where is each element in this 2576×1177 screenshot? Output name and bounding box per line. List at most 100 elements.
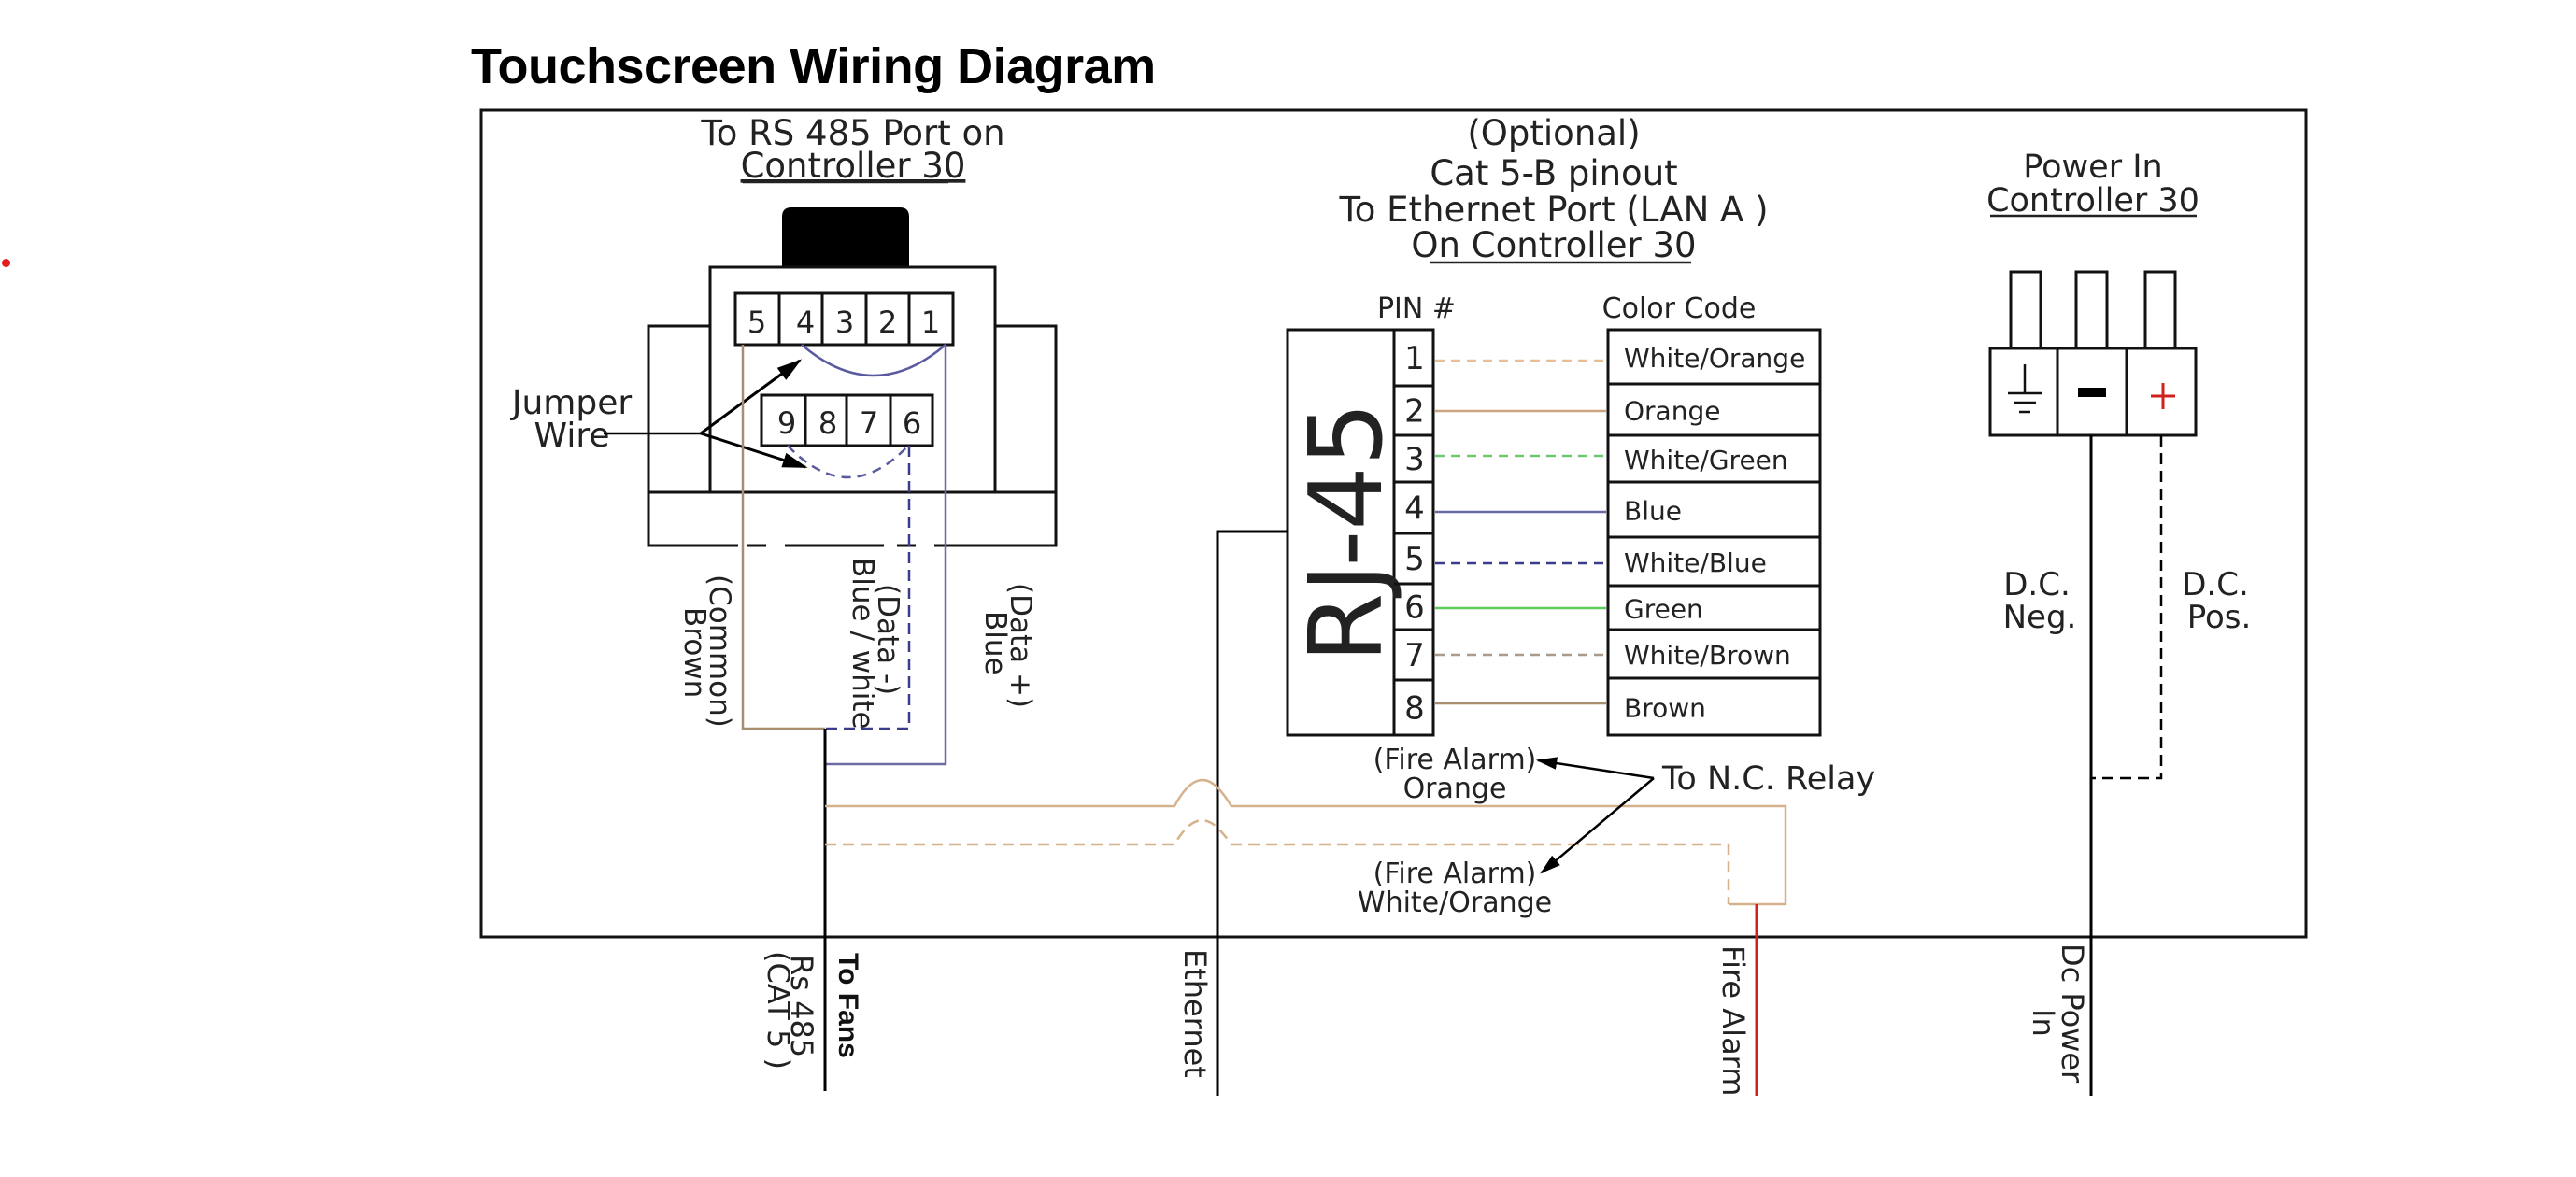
- terminal-pin-positive: [2143, 270, 2177, 350]
- ethernet-section: (Optional) Cat 5-B pinout To Ethernet Po…: [1216, 113, 1822, 1096]
- pin-number: 8: [1404, 690, 1425, 728]
- power-section: Power In Controller 30 D.C. Neg. D.C. Po…: [1986, 149, 2251, 1096]
- rs485-heading-line1: To RS 485 Port on: [700, 113, 1004, 153]
- pin-label: 9: [777, 405, 796, 441]
- ethernet-pin-row: 2 Orange: [1394, 382, 1820, 431]
- color-code-label: Orange: [1624, 396, 1720, 427]
- pin-number: 4: [1404, 490, 1425, 528]
- output-dc-power-line1: Dc Power: [2055, 943, 2090, 1084]
- pin-label: 5: [747, 305, 766, 340]
- ethernet-pin-row: 5 White/Blue: [1394, 532, 1820, 578]
- jumper-arrow-bottom: [700, 432, 808, 469]
- color-code-label: Green: [1624, 594, 1703, 625]
- jumper-label-line1: Jumper: [510, 384, 633, 422]
- ethernet-heading-line1: (Optional): [1467, 113, 1640, 153]
- connector-base: [647, 490, 1058, 547]
- wire-data-plus-blue: [825, 345, 947, 766]
- fire-alarm-orange-label-line2: Orange: [1403, 773, 1507, 805]
- pin-number: 6: [1404, 589, 1425, 627]
- ethernet-heading-line2: Cat 5-B pinout: [1430, 153, 1677, 193]
- wire-common-label-line2: Brown: [677, 607, 711, 698]
- ethernet-cable: [1216, 530, 1288, 1096]
- rj45-label: RJ-45: [1288, 402, 1405, 662]
- pin-label: 4: [796, 305, 815, 340]
- output-labels: Rs 485 (CAT 5 ) To Fans Ethernet Fire Al…: [761, 943, 2090, 1096]
- output-ethernet: Ethernet: [1177, 949, 1213, 1078]
- power-heading-line2: Controller 30: [1986, 182, 2199, 220]
- ethernet-heading-line3: To Ethernet Port (LAN A ): [1338, 190, 1768, 230]
- pin-label: 7: [860, 405, 878, 441]
- ethernet-pin-row: 8 Brown: [1394, 676, 1820, 728]
- pin-label: 2: [878, 305, 897, 340]
- top-pin-block: [733, 291, 955, 347]
- fire-alarm-white-orange-label-line2: White/Orange: [1358, 886, 1552, 919]
- color-code-table: [1606, 328, 1822, 737]
- fire-alarm-orange-wire: [825, 778, 1787, 906]
- dc-positive-wire: [2091, 435, 2163, 780]
- output-rs485-line2: (CAT 5 ): [761, 951, 796, 1070]
- rs485-section: To RS 485 Port on Controller 30 5 4 3 2 …: [510, 113, 1058, 1091]
- wire-data-minus-blue-white: [825, 446, 911, 730]
- nc-relay-label: To N.C. Relay: [1661, 760, 1875, 798]
- dc-neg-label-line2: Neg.: [2003, 599, 2077, 636]
- terminal-pin-ground: [2009, 270, 2042, 350]
- rs485-connector: 5 4 3 2 1 9 8 7 6: [647, 207, 1058, 547]
- wire-common-label-line1: (Common): [703, 574, 736, 728]
- relay-arrow-white-orange: [1540, 777, 1655, 874]
- wire-common-brown: [741, 345, 825, 730]
- wire-data-minus-label-line1: (Data -): [871, 584, 904, 695]
- color-code-label: Blue: [1624, 496, 1682, 527]
- ethernet-heading-line4: On Controller 30: [1411, 225, 1696, 265]
- ethernet-pin-row: 4 Blue: [1394, 480, 1820, 528]
- color-code-label: Brown: [1624, 693, 1706, 724]
- wire-data-plus-label-line2: Blue: [978, 611, 1012, 675]
- ethernet-pin-row: 6 Green: [1394, 582, 1820, 627]
- jumper-wire-top: [801, 344, 946, 377]
- red-dot-marker: [2, 259, 10, 267]
- color-code-label: White/Blue: [1624, 547, 1767, 578]
- jumper-wire-bottom: [787, 445, 909, 479]
- dc-neg-label-line1: D.C.: [2003, 566, 2071, 603]
- pin-number: 5: [1404, 541, 1425, 578]
- pin-number: 7: [1404, 637, 1425, 674]
- power-heading-line1: Power In: [2023, 149, 2162, 186]
- jumper-arrow-top: [700, 359, 803, 435]
- rj45-connector: [1286, 328, 1396, 737]
- pin-label: 6: [903, 405, 921, 441]
- wire-data-minus-label-line2: Blue / white: [846, 558, 879, 730]
- diagram-frame: [479, 108, 2308, 939]
- pin-label: 3: [835, 305, 854, 340]
- output-fire-alarm: Fire Alarm: [1715, 945, 1751, 1096]
- fire-alarm-section: (Fire Alarm) Orange (Fire Alarm) White/O…: [825, 744, 1875, 1096]
- relay-arrow-orange: [1535, 757, 1655, 780]
- output-rs485-line1: Rs 485: [784, 955, 819, 1057]
- connector-left-wing: [647, 324, 712, 494]
- jumper-label-line2: Wire: [534, 417, 610, 455]
- ethernet-pin-row: 7 White/Brown: [1394, 628, 1820, 674]
- plus-icon: [2151, 383, 2175, 409]
- pin-label: 8: [818, 405, 837, 441]
- color-code-label: White/Green: [1624, 445, 1788, 475]
- pin-number: 2: [1404, 393, 1425, 431]
- pin-label: 1: [921, 305, 940, 340]
- color-code-label: White/Orange: [1624, 343, 1805, 374]
- ethernet-pin-row: 1 White/Orange: [1404, 340, 1805, 377]
- output-to-fans: To Fans: [833, 953, 863, 1058]
- connector-latch-tab: [782, 207, 909, 267]
- color-column-header: Color Code: [1602, 292, 1757, 325]
- pin-column-header: PIN #: [1377, 292, 1456, 325]
- output-dc-power-line2: In: [2026, 1009, 2061, 1037]
- wire-data-plus-label-line1: (Data +): [1003, 583, 1037, 708]
- terminal-pin-negative: [2074, 270, 2109, 350]
- ethernet-pin-row: 3 White/Green: [1394, 433, 1820, 478]
- dc-pos-label-line2: Pos.: [2187, 599, 2252, 636]
- connector-right-wing: [993, 324, 1058, 494]
- pin-number: 3: [1404, 441, 1425, 478]
- fire-alarm-white-orange-label-line1: (Fire Alarm): [1373, 858, 1537, 890]
- color-code-label: White/Brown: [1624, 640, 1791, 671]
- fire-alarm-orange-label-line1: (Fire Alarm): [1373, 744, 1537, 776]
- minus-icon: [2078, 388, 2106, 397]
- pin-number: 1: [1404, 340, 1425, 377]
- page-title: Touchscreen Wiring Diagram: [471, 38, 1156, 94]
